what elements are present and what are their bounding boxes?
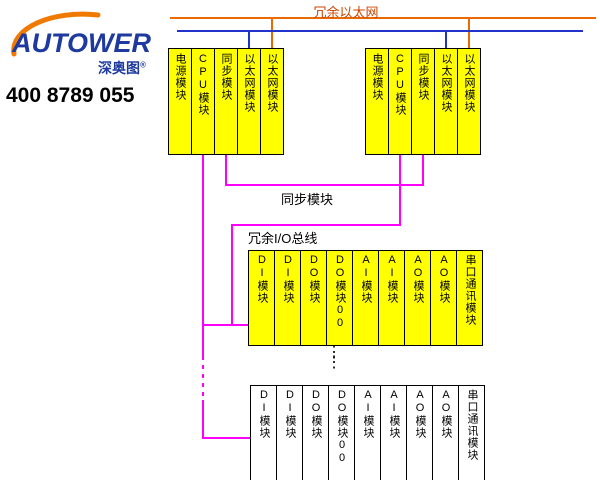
module-ethernet-a2: 以太网模块 (260, 48, 284, 155)
module-ethernet-b2: 以太网模块 (457, 48, 481, 155)
continuation-dots: ⋮ ⋮ (326, 344, 342, 371)
module-sync-a: 同步模块 (214, 48, 238, 155)
module-do-b2: DO模块00 (328, 385, 355, 480)
module-ethernet-b1: 以太网模块 (434, 48, 458, 155)
module-ai-b2: AI模块 (380, 385, 407, 480)
module-ao-b1: AO模块 (406, 385, 433, 480)
module-do-t1: DO模块 (300, 250, 327, 346)
module-cpu-a: CPU模块 (191, 48, 215, 155)
module-do-t2: DO模块00 (326, 250, 353, 346)
module-ao-b2: AO模块 (432, 385, 459, 480)
label-sync-link: 同步模块 (281, 192, 334, 207)
registered-mark: ® (140, 60, 146, 70)
module-di-t1: DI模块 (248, 250, 275, 346)
module-di-t2: DI模块 (274, 250, 301, 346)
logo: AUTOWER 深奥图® (8, 11, 178, 82)
brand-cn-text: 深奥图 (98, 60, 140, 76)
module-serial-t: 串口通讯模块 (456, 250, 483, 346)
brand-name: AUTOWER (12, 28, 151, 58)
logo-swoosh-icon (11, 11, 101, 57)
label-redundant-io-bus: 冗余I/O总线 (248, 231, 318, 246)
module-ai-b1: AI模块 (354, 385, 381, 480)
module-ai-t1: AI模块 (352, 250, 379, 346)
ethernet-network-a-lines (170, 17, 596, 48)
label-redundant-ethernet: 冗余以太网 (313, 5, 379, 20)
module-sync-b: 同步模块 (411, 48, 435, 155)
phone-number: 400 8789 055 (6, 84, 135, 107)
module-power-b: 电源模块 (365, 48, 389, 155)
module-serial-b: 串口通讯模块 (458, 385, 485, 480)
module-ao-t2: AO模块 (430, 250, 457, 346)
module-ethernet-a1: 以太网模块 (237, 48, 261, 155)
module-cpu-b: CPU模块 (388, 48, 412, 155)
module-di-b2: DI模块 (276, 385, 303, 480)
dots-top: ⋮ (326, 344, 342, 361)
module-ai-t2: AI模块 (378, 250, 405, 346)
dots-bottom: ⋮ (326, 353, 342, 371)
module-do-b1: DO模块 (302, 385, 329, 480)
brand-name-cn: 深奥图® (98, 58, 146, 78)
module-power-a: 电源模块 (168, 48, 192, 155)
module-di-b1: DI模块 (250, 385, 277, 480)
sync-and-io-bus-lines (202, 155, 424, 439)
module-ao-t1: AO模块 (404, 250, 431, 346)
ethernet-network-b-lines (177, 30, 583, 48)
